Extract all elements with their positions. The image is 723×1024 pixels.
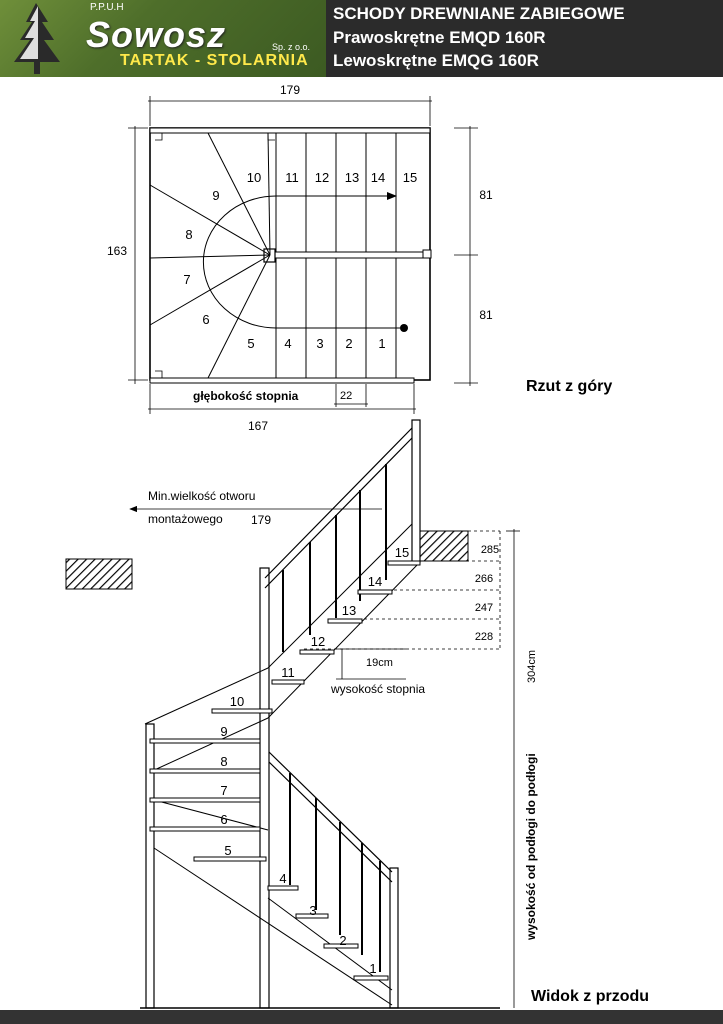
- tread-depth-label: głębokość stopnia: [193, 389, 299, 403]
- tree-logo-icon: [14, 3, 60, 74]
- opening-label-2: montażowego: [148, 512, 223, 526]
- newel-post-main: [259, 567, 270, 1009]
- plan-labels: 179 163 81 81 167 głębokość stopnia 22 R…: [107, 83, 612, 433]
- logo-prefix: P.P.U.H: [90, 2, 124, 13]
- floor-height-value: 304cm: [526, 650, 538, 683]
- plan-step-11: 11: [285, 170, 299, 185]
- plan-step-5: 5: [247, 336, 254, 351]
- tread-depth-value: 22: [340, 390, 352, 402]
- plan-step-1: 1: [378, 336, 385, 351]
- title-line-1: SCHODY DREWNIANE ZABIEGOWE: [333, 4, 625, 23]
- plan-dim-top: 179: [280, 83, 300, 97]
- step-height-value: 19cm: [366, 657, 393, 669]
- plan-dim-right-lower: 81: [479, 308, 493, 322]
- plan-step-8: 8: [185, 227, 192, 242]
- front-step-15: 15: [395, 545, 409, 560]
- front-step-9: 9: [220, 724, 227, 739]
- plan-step-9: 9: [212, 188, 219, 203]
- plan-step-3: 3: [316, 336, 323, 351]
- plan-step-10: 10: [247, 170, 261, 185]
- plan-view: [128, 96, 478, 414]
- front-step-5: 5: [224, 843, 231, 858]
- front-view: [65, 419, 520, 1009]
- header-bar: P.P.U.H Sowosz Sp. z o.o. TARTAK - STOLA…: [0, 0, 723, 77]
- front-step-6: 6: [220, 812, 227, 827]
- wall-hatch-left: [65, 558, 133, 590]
- front-step-1: 1: [369, 961, 376, 976]
- front-step-12: 12: [311, 634, 325, 649]
- step-height-label: wysokość stopnia: [330, 682, 425, 696]
- footer-bar: [0, 1010, 723, 1024]
- plan-step-12: 12: [315, 170, 329, 185]
- logo-suffix: Sp. z o.o.: [272, 42, 311, 52]
- plan-step-15: 15: [403, 170, 417, 185]
- title-line-2: Prawoskrętne EMQD 160R: [333, 28, 546, 47]
- wall-hatch-right: [419, 530, 469, 562]
- front-labels: Min.wielkość otworu montażowego 179 19cm…: [148, 489, 649, 1005]
- title-line-3: Lewoskrętne EMQG 160R: [333, 51, 539, 70]
- opening-value: 179: [251, 513, 271, 527]
- front-step-2: 2: [339, 933, 346, 948]
- front-step-10: 10: [230, 694, 244, 709]
- walking-line-arc: [202, 195, 277, 329]
- start-dot: [400, 324, 408, 332]
- level-266: 266: [475, 573, 493, 585]
- plan-dim-bottom: 167: [248, 419, 268, 433]
- logo-brand: Sowosz: [86, 14, 227, 55]
- plan-bottom-rail: [149, 377, 415, 384]
- level-247: 247: [475, 602, 493, 614]
- opening-label-1: Min.wielkość otworu: [148, 489, 255, 503]
- level-228: 228: [475, 631, 493, 643]
- plan-caption: Rzut z góry: [526, 378, 612, 395]
- front-step-14: 14: [368, 574, 382, 589]
- company-logo: P.P.U.H Sowosz Sp. z o.o. TARTAK - STOLA…: [0, 0, 326, 77]
- plan-step-2: 2: [345, 336, 352, 351]
- plan-dim-right-upper: 81: [479, 188, 493, 202]
- front-step-3: 3: [309, 903, 316, 918]
- plan-step-14: 14: [371, 170, 385, 185]
- plan-step-4: 4: [284, 336, 291, 351]
- front-step-4: 4: [279, 871, 286, 886]
- plan-step-13: 13: [345, 170, 359, 185]
- newel-post-top: [411, 419, 421, 563]
- plan-step-6: 6: [202, 312, 209, 327]
- logo-tagline: TARTAK - STOLARNIA: [120, 52, 309, 69]
- plan-top-rail: [149, 127, 431, 134]
- front-step-11: 11: [281, 665, 295, 680]
- front-step-8: 8: [220, 754, 227, 769]
- level-285: 285: [481, 544, 499, 556]
- front-step-7: 7: [220, 783, 227, 798]
- floor-height-label: wysokość od podłogi do podłogi: [524, 753, 538, 941]
- front-step-13: 13: [342, 603, 356, 618]
- newel-post-left: [145, 723, 155, 1009]
- front-caption: Widok z przodu: [531, 988, 649, 1005]
- plan-step-7: 7: [183, 272, 190, 287]
- plan-dim-left: 163: [107, 244, 127, 258]
- newel-post-bottom: [389, 867, 399, 1009]
